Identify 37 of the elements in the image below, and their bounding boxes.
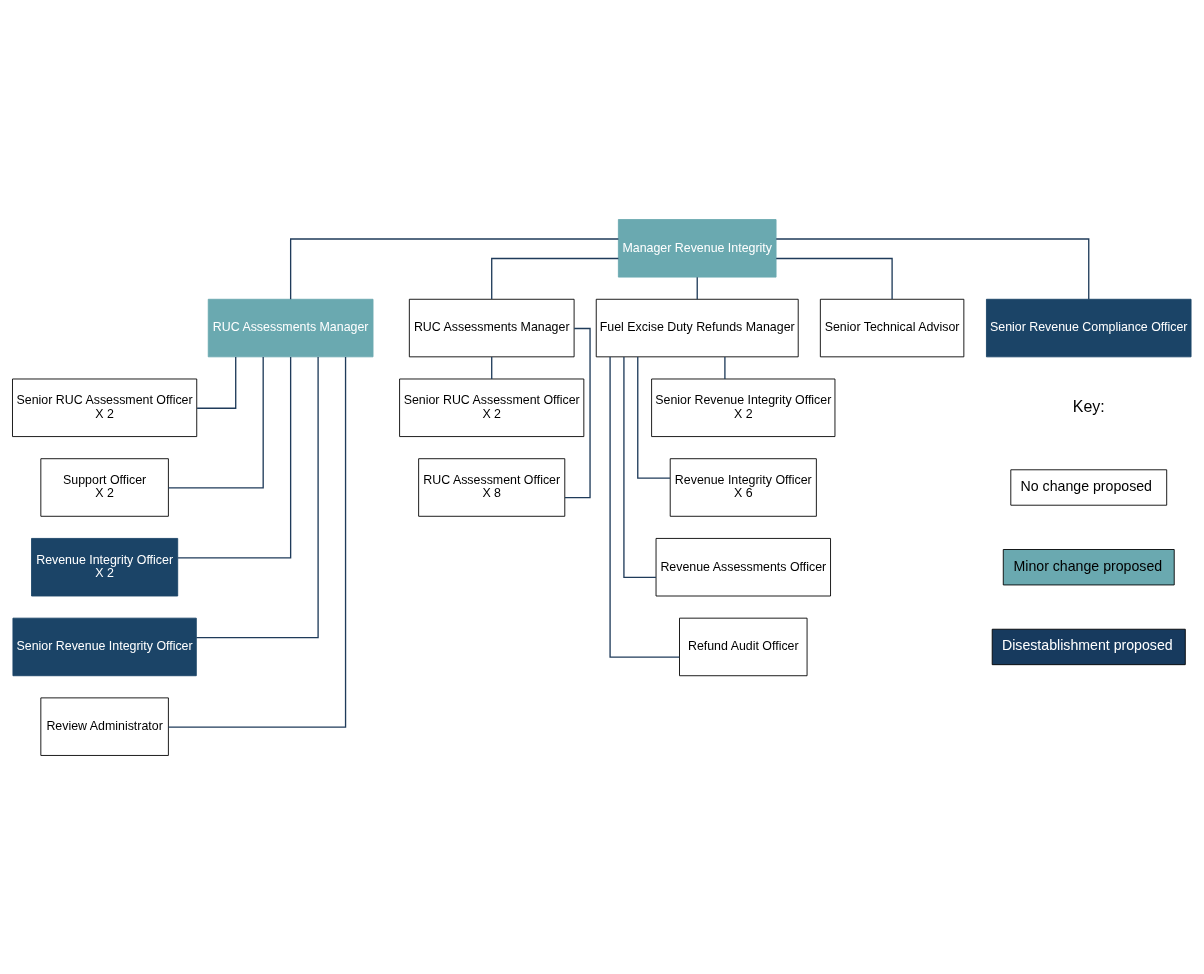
connector [196,355,237,409]
connector [177,355,292,559]
node-box: Senior Revenue Integrity Officer X 2 [651,378,836,437]
node-box: RUC Assessments Manager [408,298,575,357]
node-box: RUC Assessments Manager [207,298,374,357]
connector [491,355,493,380]
legend-label: Minor change proposed [1013,557,1163,574]
node-box: Senior RUC Assessment Officer X 2 [12,378,198,437]
node-box: Revenue Integrity Officer X 6 [669,457,817,517]
connector [195,355,319,638]
node-box: Review Administrator [40,696,169,756]
node-box: Refund Audit Officer [679,617,808,676]
connector [637,355,671,479]
connector [696,276,698,300]
node-box: Senior Revenue Integrity Officer [12,617,197,676]
connector [564,327,591,498]
connector [167,355,347,728]
connector [167,355,264,489]
label: Key: [1072,397,1105,415]
legend-label: No change proposed [1020,477,1152,494]
node-box: Fuel Excise Duty Refunds Manager [595,298,799,357]
connector [491,257,620,300]
node-box: Senior Technical Advisor [819,298,965,357]
connector [775,257,893,300]
connector [724,355,726,380]
connector [609,355,681,658]
node-box: Senior Revenue Compliance Officer [986,298,1192,357]
node-box: Manager Revenue Integrity [617,218,777,278]
connector [775,237,1090,300]
node-box: Revenue Integrity Officer X 2 [31,537,179,596]
node-box: Revenue Assessments Officer [655,537,831,596]
node-box: RUC Assessment Officer X 8 [418,457,566,517]
connector [289,237,619,300]
node-box: Support Officer X 2 [40,457,169,517]
node-box: Senior RUC Assessment Officer X 2 [399,378,585,437]
connector [623,355,657,578]
legend-label: Disestablishment proposed [1001,636,1173,653]
